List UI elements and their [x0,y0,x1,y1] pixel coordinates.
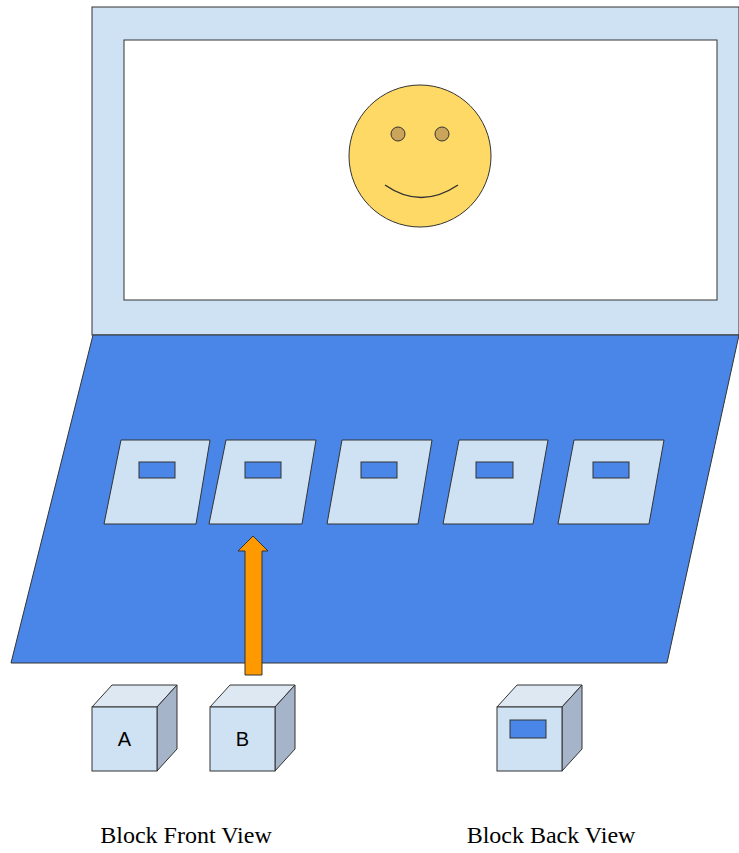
letter-block: A [92,685,178,772]
letter-block: B [210,685,296,772]
face-mouth [385,185,458,198]
view-caption: Block Back View [401,822,701,849]
slot-key [593,462,629,478]
block-slot [209,440,316,524]
cube-side [157,685,177,771]
block-slot [443,440,548,524]
slot-key [476,462,513,478]
face-circle [349,85,491,227]
slot-key [361,462,397,478]
cube-front [497,707,562,771]
block-letter: B [210,707,275,771]
slots [104,440,664,524]
block-slot [327,440,432,524]
face-eye [435,127,449,141]
screen-display [124,40,717,300]
slot-key [245,462,281,478]
cube-side [275,685,295,771]
block-letter: A [92,707,157,771]
block-slot [558,440,664,524]
block-slot [104,440,210,524]
block-back-cube [497,685,582,771]
cube-front [92,707,157,771]
smiley-face [349,85,491,227]
view-caption: Block Front View [36,822,336,849]
slot-key [139,462,175,478]
face-eye [391,127,405,141]
screen-frame [92,7,739,335]
block-key [510,720,546,738]
cube-side [562,685,582,771]
cube-shape [210,685,296,772]
insert-arrow [238,536,268,675]
keyboard-base [11,335,739,663]
screen [92,7,739,335]
cube-front [210,707,275,771]
cube-shape [92,685,178,772]
